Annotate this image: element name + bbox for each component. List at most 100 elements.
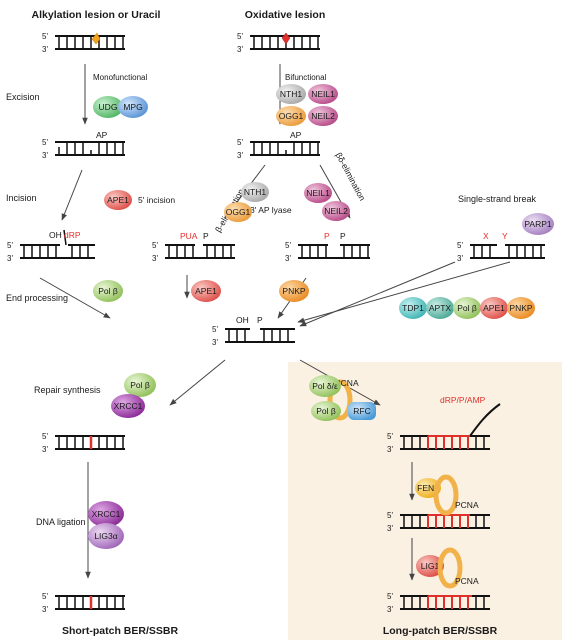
svg-text:APE1: APE1 — [107, 195, 129, 205]
svg-text:3': 3' — [42, 151, 48, 160]
protein-lig1: LIG1 — [416, 555, 444, 577]
svg-text:NEIL1: NEIL1 — [311, 89, 335, 99]
title-long-patch: Long-patch BER/SSBR — [383, 625, 498, 637]
pcna-ring-synthesis — [327, 379, 353, 421]
dna-strands — [20, 35, 545, 610]
svg-text:3': 3' — [7, 254, 13, 263]
pcna-label-1: PCNA — [335, 378, 359, 388]
svg-text:5': 5' — [42, 32, 48, 41]
svg-text:5': 5' — [212, 325, 218, 334]
svg-text:NEIL1: NEIL1 — [306, 188, 330, 198]
p-label-red: P — [324, 231, 330, 241]
step-incision: Incision — [6, 193, 37, 203]
oh-label-1: OH — [49, 230, 62, 240]
protein-ape1-end: APE1 — [191, 280, 221, 302]
protein-neil2: NEIL2 — [308, 106, 338, 126]
step-dna-ligation: DNA ligation — [36, 517, 86, 527]
red-repair-marks — [89, 435, 472, 609]
protein-pol-beta-ssb: Pol β — [453, 297, 481, 319]
protein-pol-beta-end: Pol β — [93, 280, 123, 302]
protein-tdp1: TDP1 — [399, 297, 427, 319]
svg-text:APE1: APE1 — [195, 286, 217, 296]
svg-text:PNKP: PNKP — [509, 303, 532, 313]
svg-text:5': 5' — [237, 138, 243, 147]
protein-nth1-lyase: NTH1 — [241, 182, 269, 202]
oh-label-2: OH — [236, 315, 249, 325]
svg-text:5': 5' — [387, 511, 393, 520]
protein-ogg1-lyase: OGG1 — [224, 202, 252, 222]
protein-parp1: PARP1 — [522, 213, 554, 235]
single-strand-break-label: Single-strand break — [458, 194, 537, 204]
step-excision: Excision — [6, 92, 40, 102]
svg-text:PARP1: PARP1 — [524, 219, 552, 229]
protein-neil1: NEIL1 — [308, 84, 338, 104]
svg-text:5': 5' — [7, 241, 13, 250]
svg-text:5': 5' — [457, 241, 463, 250]
svg-text:3': 3' — [237, 151, 243, 160]
pcna-ring-fen1 — [433, 474, 459, 516]
protein-pnkp-end: PNKP — [279, 280, 309, 302]
svg-text:OGG1: OGG1 — [226, 207, 251, 217]
svg-text:NEIL2: NEIL2 — [311, 111, 335, 121]
three-ap-lyase-label: 3' AP lyase — [250, 205, 292, 215]
svg-text:3': 3' — [152, 254, 158, 263]
step-repair-synthesis: Repair synthesis — [34, 385, 101, 395]
pcna-label-3: PCNA — [455, 576, 479, 586]
protein-xrcc1-synthesis: XRCC1 — [111, 394, 145, 418]
p-label-1: P — [203, 231, 209, 241]
svg-text:5': 5' — [42, 432, 48, 441]
svg-text:5': 5' — [387, 432, 393, 441]
svg-text:Pol β: Pol β — [98, 286, 118, 296]
svg-text:MPG: MPG — [123, 102, 142, 112]
protein-xrcc1-ligation: XRCC1 — [88, 501, 124, 527]
svg-text:3': 3' — [237, 45, 243, 54]
svg-text:XRCC1: XRCC1 — [92, 509, 121, 519]
protein-neil2-lyase: NEIL2 — [322, 201, 350, 221]
beta-delta-elimination-label: βδ-elimination — [334, 151, 368, 203]
protein-udg: UDG — [93, 96, 123, 118]
svg-text:NEIL2: NEIL2 — [324, 206, 348, 216]
title-oxidative: Oxidative lesion — [245, 9, 326, 21]
bifunctional-label: Bifunctional — [285, 73, 327, 82]
svg-text:3': 3' — [457, 254, 463, 263]
pcna-label-2: PCNA — [455, 500, 479, 510]
svg-text:APE1: APE1 — [483, 303, 505, 313]
svg-text:3': 3' — [387, 605, 393, 614]
y-label: Y — [502, 231, 508, 241]
svg-text:Pol β: Pol β — [316, 406, 336, 416]
svg-text:3': 3' — [42, 45, 48, 54]
svg-text:Pol β: Pol β — [130, 380, 150, 390]
svg-text:LIG3α: LIG3α — [94, 531, 117, 541]
pua-label: PUA — [180, 231, 198, 241]
svg-text:PNKP: PNKP — [282, 286, 305, 296]
p-label-3: P — [257, 315, 263, 325]
protein-pol-beta-long: Pol β — [311, 401, 341, 421]
svg-text:UDG: UDG — [99, 102, 118, 112]
protein-aptx: APTX — [426, 297, 454, 319]
svg-text:XRCC1: XRCC1 — [114, 401, 143, 411]
svg-text:APTX: APTX — [429, 303, 452, 313]
protein-ape1-ssb: APE1 — [480, 297, 508, 319]
svg-text:5': 5' — [152, 241, 158, 250]
monofunctional-label: Monofunctional — [93, 73, 147, 82]
five-prime-incision-label: 5' incision — [138, 195, 175, 205]
protein-pol-delta-eps: Pol δ/ε — [309, 375, 341, 397]
svg-text:LIG1: LIG1 — [421, 561, 440, 571]
alkylation-lesion-icon — [91, 32, 101, 45]
protein-mpg: MPG — [118, 96, 148, 118]
svg-text:3': 3' — [285, 254, 291, 263]
svg-text:NTH1: NTH1 — [280, 89, 302, 99]
svg-text:RFC: RFC — [353, 406, 370, 416]
protein-neil1-lyase: NEIL1 — [304, 183, 332, 203]
svg-text:OGG1: OGG1 — [279, 111, 304, 121]
svg-text:3': 3' — [387, 524, 393, 533]
pcna-ring-lig1 — [437, 547, 463, 589]
svg-text:NTH1: NTH1 — [244, 187, 266, 197]
protein-ape1-incision: APE1 — [104, 190, 132, 210]
protein-pol-beta-synthesis: Pol β — [124, 373, 156, 397]
svg-text:5': 5' — [42, 592, 48, 601]
protein-rfc: RFC — [348, 402, 376, 420]
oxidative-lesion-icon — [281, 32, 291, 45]
drp-label: dRP — [64, 230, 81, 240]
